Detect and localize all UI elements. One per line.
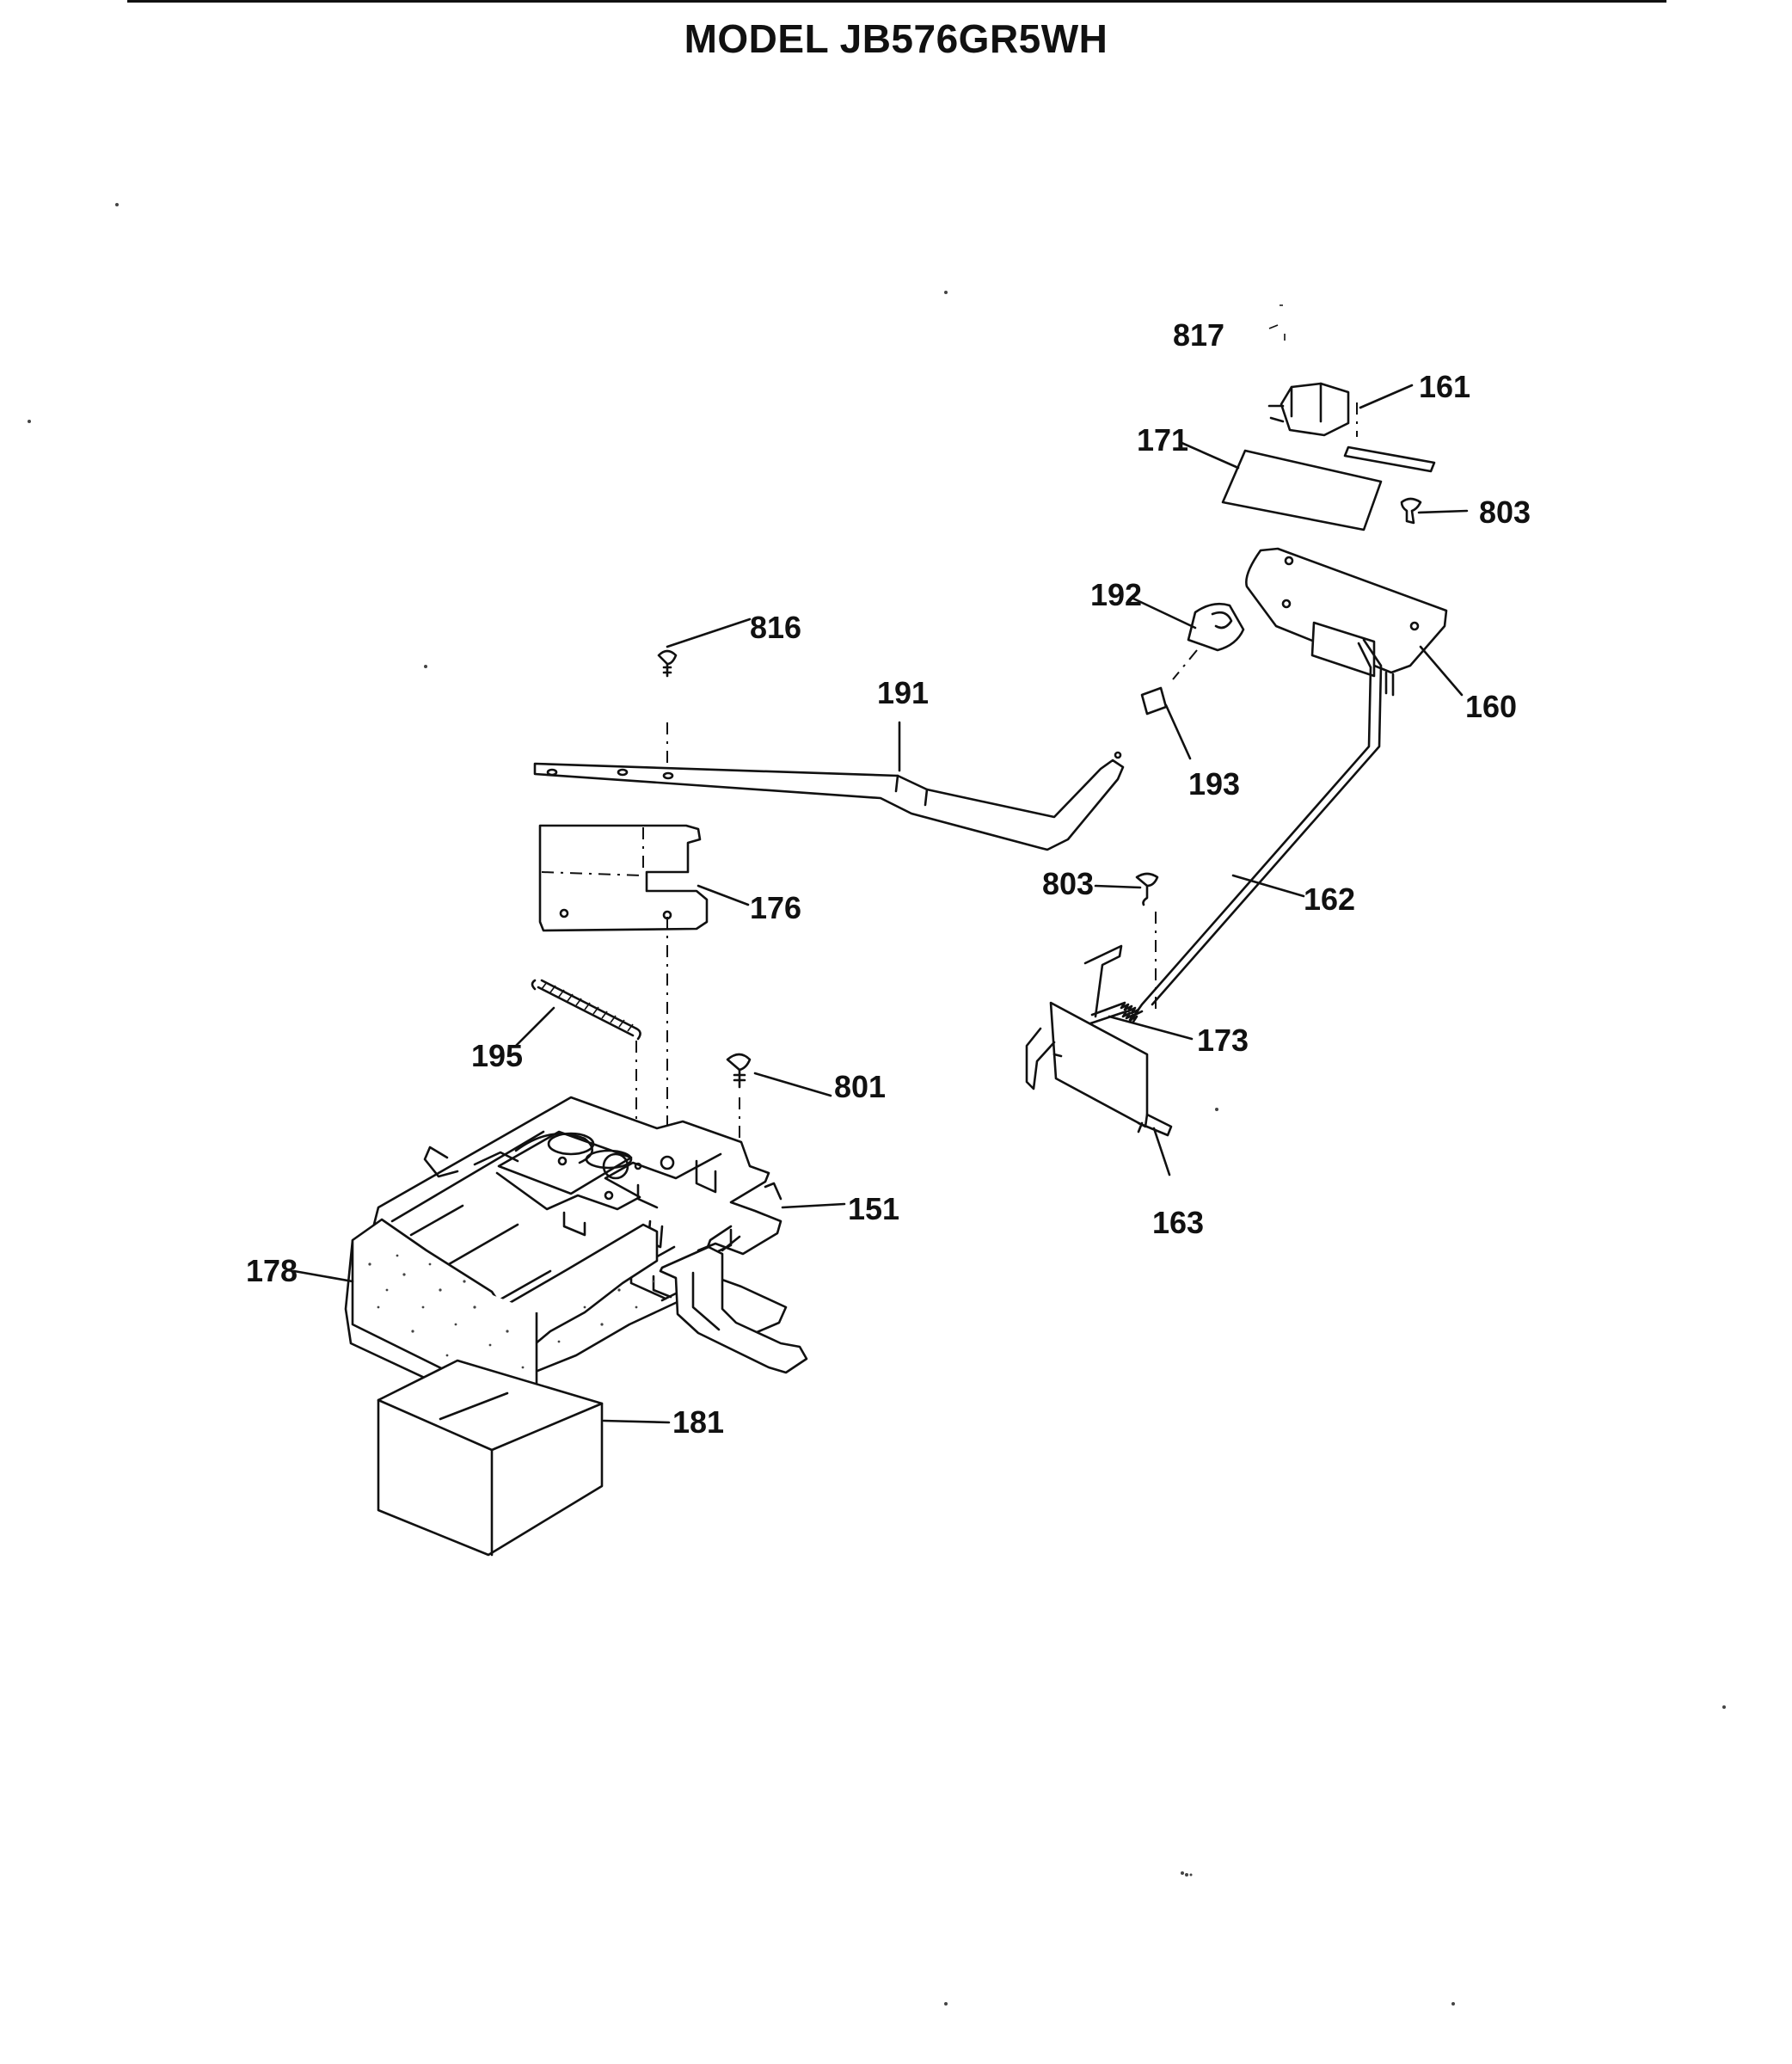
label-151: 151 (848, 1191, 899, 1226)
part-162-rod (1128, 638, 1383, 1023)
part-191-lever-arm (533, 751, 1125, 851)
label-163: 163 (1152, 1205, 1204, 1240)
label-803-upper: 803 (1479, 494, 1531, 530)
part-160-bracket (1245, 547, 1448, 697)
label-161: 161 (1419, 369, 1470, 404)
part-176-plate (538, 824, 709, 1175)
label-193: 193 (1188, 766, 1240, 802)
part-161-switch (1267, 382, 1436, 473)
part-163-bracket (1025, 944, 1173, 1137)
part-173-spring (1089, 1001, 1144, 1025)
part-803-lower-screw (1135, 872, 1159, 1015)
part-816-screw (657, 649, 678, 774)
part-171-insulator (1221, 449, 1383, 531)
label-803-lower: 803 (1042, 866, 1094, 901)
part-178-foam-block (344, 1218, 659, 1409)
leader-lines (292, 384, 1469, 1424)
label-176: 176 (750, 890, 801, 925)
scan-specks (28, 203, 1726, 2006)
part-151-foot (659, 1245, 808, 1374)
label-816: 816 (750, 610, 801, 645)
part-181-box (377, 1359, 604, 1557)
part-195-spring (531, 979, 641, 1161)
label-178: 178 (246, 1253, 298, 1288)
label-181: 181 (672, 1404, 724, 1440)
label-801: 801 (834, 1069, 886, 1104)
label-191: 191 (877, 675, 929, 710)
label-192: 192 (1090, 577, 1142, 612)
part-192-knob (1187, 602, 1245, 652)
part-803-upper-screw (1400, 497, 1422, 525)
page-title: MODEL JB576GR5WH (684, 16, 1108, 61)
label-171: 171 (1137, 422, 1188, 458)
label-195: 195 (471, 1038, 523, 1073)
top-rule (127, 0, 1666, 3)
label-173: 173 (1197, 1023, 1249, 1058)
label-817: 817 (1173, 317, 1224, 353)
label-160: 160 (1465, 689, 1517, 724)
label-162: 162 (1304, 882, 1355, 917)
part-labels: 817 161 171 803 192 160 816 191 193 803 … (246, 317, 1531, 1440)
part-817-screw (1268, 304, 1286, 341)
part-193-clip (1140, 649, 1198, 716)
